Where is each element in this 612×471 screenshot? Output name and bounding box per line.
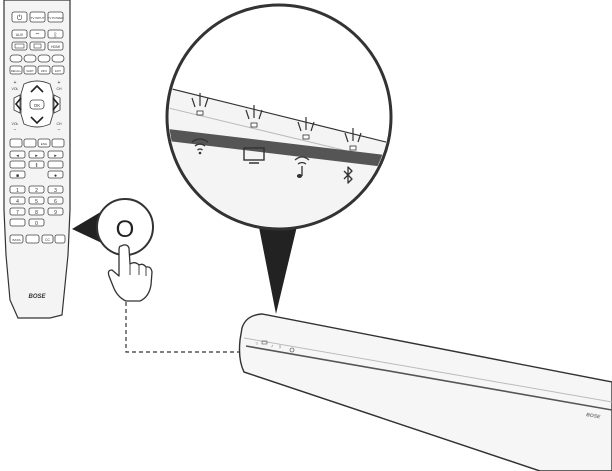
magnifier-pointer [258, 222, 298, 314]
button-symbol: O [116, 216, 135, 243]
svg-text:4: 4 [16, 199, 19, 205]
svg-text:+: + [14, 80, 17, 86]
svg-text:‖: ‖ [35, 163, 37, 169]
svg-text:BASS: BASS [12, 238, 20, 242]
svg-text:SHIFT: SHIFT [26, 69, 34, 73]
indicator-light-2 [245, 105, 263, 128]
svg-text:3: 3 [54, 188, 57, 194]
remote-transport: ENG ◂ ▸ ▸ ‖ ■ ● [9, 138, 65, 179]
svg-text:⌔: ⌔ [255, 341, 259, 346]
svg-text:ᛒ: ᛒ [279, 344, 281, 349]
ch-label: CH [56, 87, 62, 91]
right-arrow-icon [52, 97, 60, 111]
svg-text:5: 5 [35, 199, 38, 205]
svg-text:■: ■ [16, 173, 19, 179]
remote-row-5: RECALL SHIFT INFO EXIT [9, 65, 65, 75]
light-bar-indicators [191, 93, 362, 151]
callout-pointer [72, 210, 104, 244]
svg-text:♪: ♪ [271, 343, 273, 348]
aux-label: AUX [16, 33, 24, 37]
svg-text:▸: ▸ [35, 153, 38, 159]
tv-small-icon [14, 43, 25, 49]
tv-input-label: TV INPUT [31, 16, 45, 20]
soundbar: ⌔ ♪ ᛒ BOSE [238, 313, 612, 471]
remote-bottom-row: BASS CC [9, 234, 66, 244]
indicator-light-4 [344, 128, 362, 151]
svg-text:+: + [58, 80, 61, 86]
svg-text:7: 7 [16, 210, 19, 216]
remote-row-2: AUX ⌔ ᛒ [11, 29, 64, 39]
svg-text:CC: CC [45, 238, 51, 242]
svg-text:8: 8 [35, 210, 38, 216]
wifi-icon [191, 138, 209, 155]
svg-text:ENG: ENG [41, 142, 48, 146]
svg-text:9: 9 [54, 210, 57, 216]
svg-text:0: 0 [35, 221, 38, 227]
tv-power-label: TV POWER [47, 16, 64, 20]
hdmi-label: HDMI [51, 45, 60, 49]
svg-text:1: 1 [16, 188, 19, 194]
svg-text:−: − [14, 127, 17, 133]
svg-text:●: ● [54, 173, 57, 179]
ok-label: OK [34, 103, 41, 108]
remote-top-row: ⏻ TV INPUT TV POWER [11, 11, 64, 23]
svg-text:CH: CH [56, 122, 62, 126]
svg-text:VOL: VOL [11, 122, 18, 126]
soundbar-mini-indicators: ⌔ ♪ ᛒ [255, 340, 295, 353]
remote-row-3: HDMI [11, 41, 64, 51]
magnifier [165, 3, 393, 314]
remote-dpad: + VOL + CH OK VOL − CH − [11, 80, 62, 133]
svg-text:INFO: INFO [41, 69, 47, 73]
pointing-hand-icon [107, 244, 153, 302]
svg-text:EXIT: EXIT [55, 69, 61, 73]
remote-control: ⏻ TV INPUT TV POWER AUX ⌔ ᛒ HDMI [3, 0, 71, 319]
power-icon: ⏻ [17, 14, 23, 22]
bluetooth-icon [343, 166, 353, 184]
vol-label: VOL [11, 87, 18, 91]
indicator-light-3 [297, 117, 315, 140]
bluetooth-small-icon: ᛒ [54, 32, 58, 39]
remote-brand-logo: BOSE [28, 294, 46, 300]
indicator-light-1 [191, 93, 209, 116]
dark-strip [169, 128, 389, 170]
tv-icon [243, 147, 265, 164]
soundbar-brand-logo: BOSE [586, 412, 602, 420]
remote-keypad: 1 2 3 4 5 6 7 8 9 0 [9, 185, 64, 227]
down-arrow-icon [30, 116, 44, 125]
wifi-small-icon: ⌔ [35, 33, 41, 39]
remote-row-4 [9, 54, 65, 63]
game-small-icon [33, 43, 42, 49]
svg-text:−: − [58, 127, 61, 133]
svg-text:▸: ▸ [54, 153, 57, 159]
left-arrow-icon [14, 97, 22, 111]
soundbar-light-strip [245, 345, 612, 411]
up-arrow-icon [30, 84, 44, 93]
svg-text:RECALL: RECALL [11, 69, 22, 73]
svg-text:2: 2 [35, 188, 38, 194]
music-wifi-icon [294, 156, 310, 178]
svg-text:◂: ◂ [16, 153, 19, 159]
svg-text:6: 6 [54, 199, 57, 205]
button-callout: O [72, 198, 154, 256]
